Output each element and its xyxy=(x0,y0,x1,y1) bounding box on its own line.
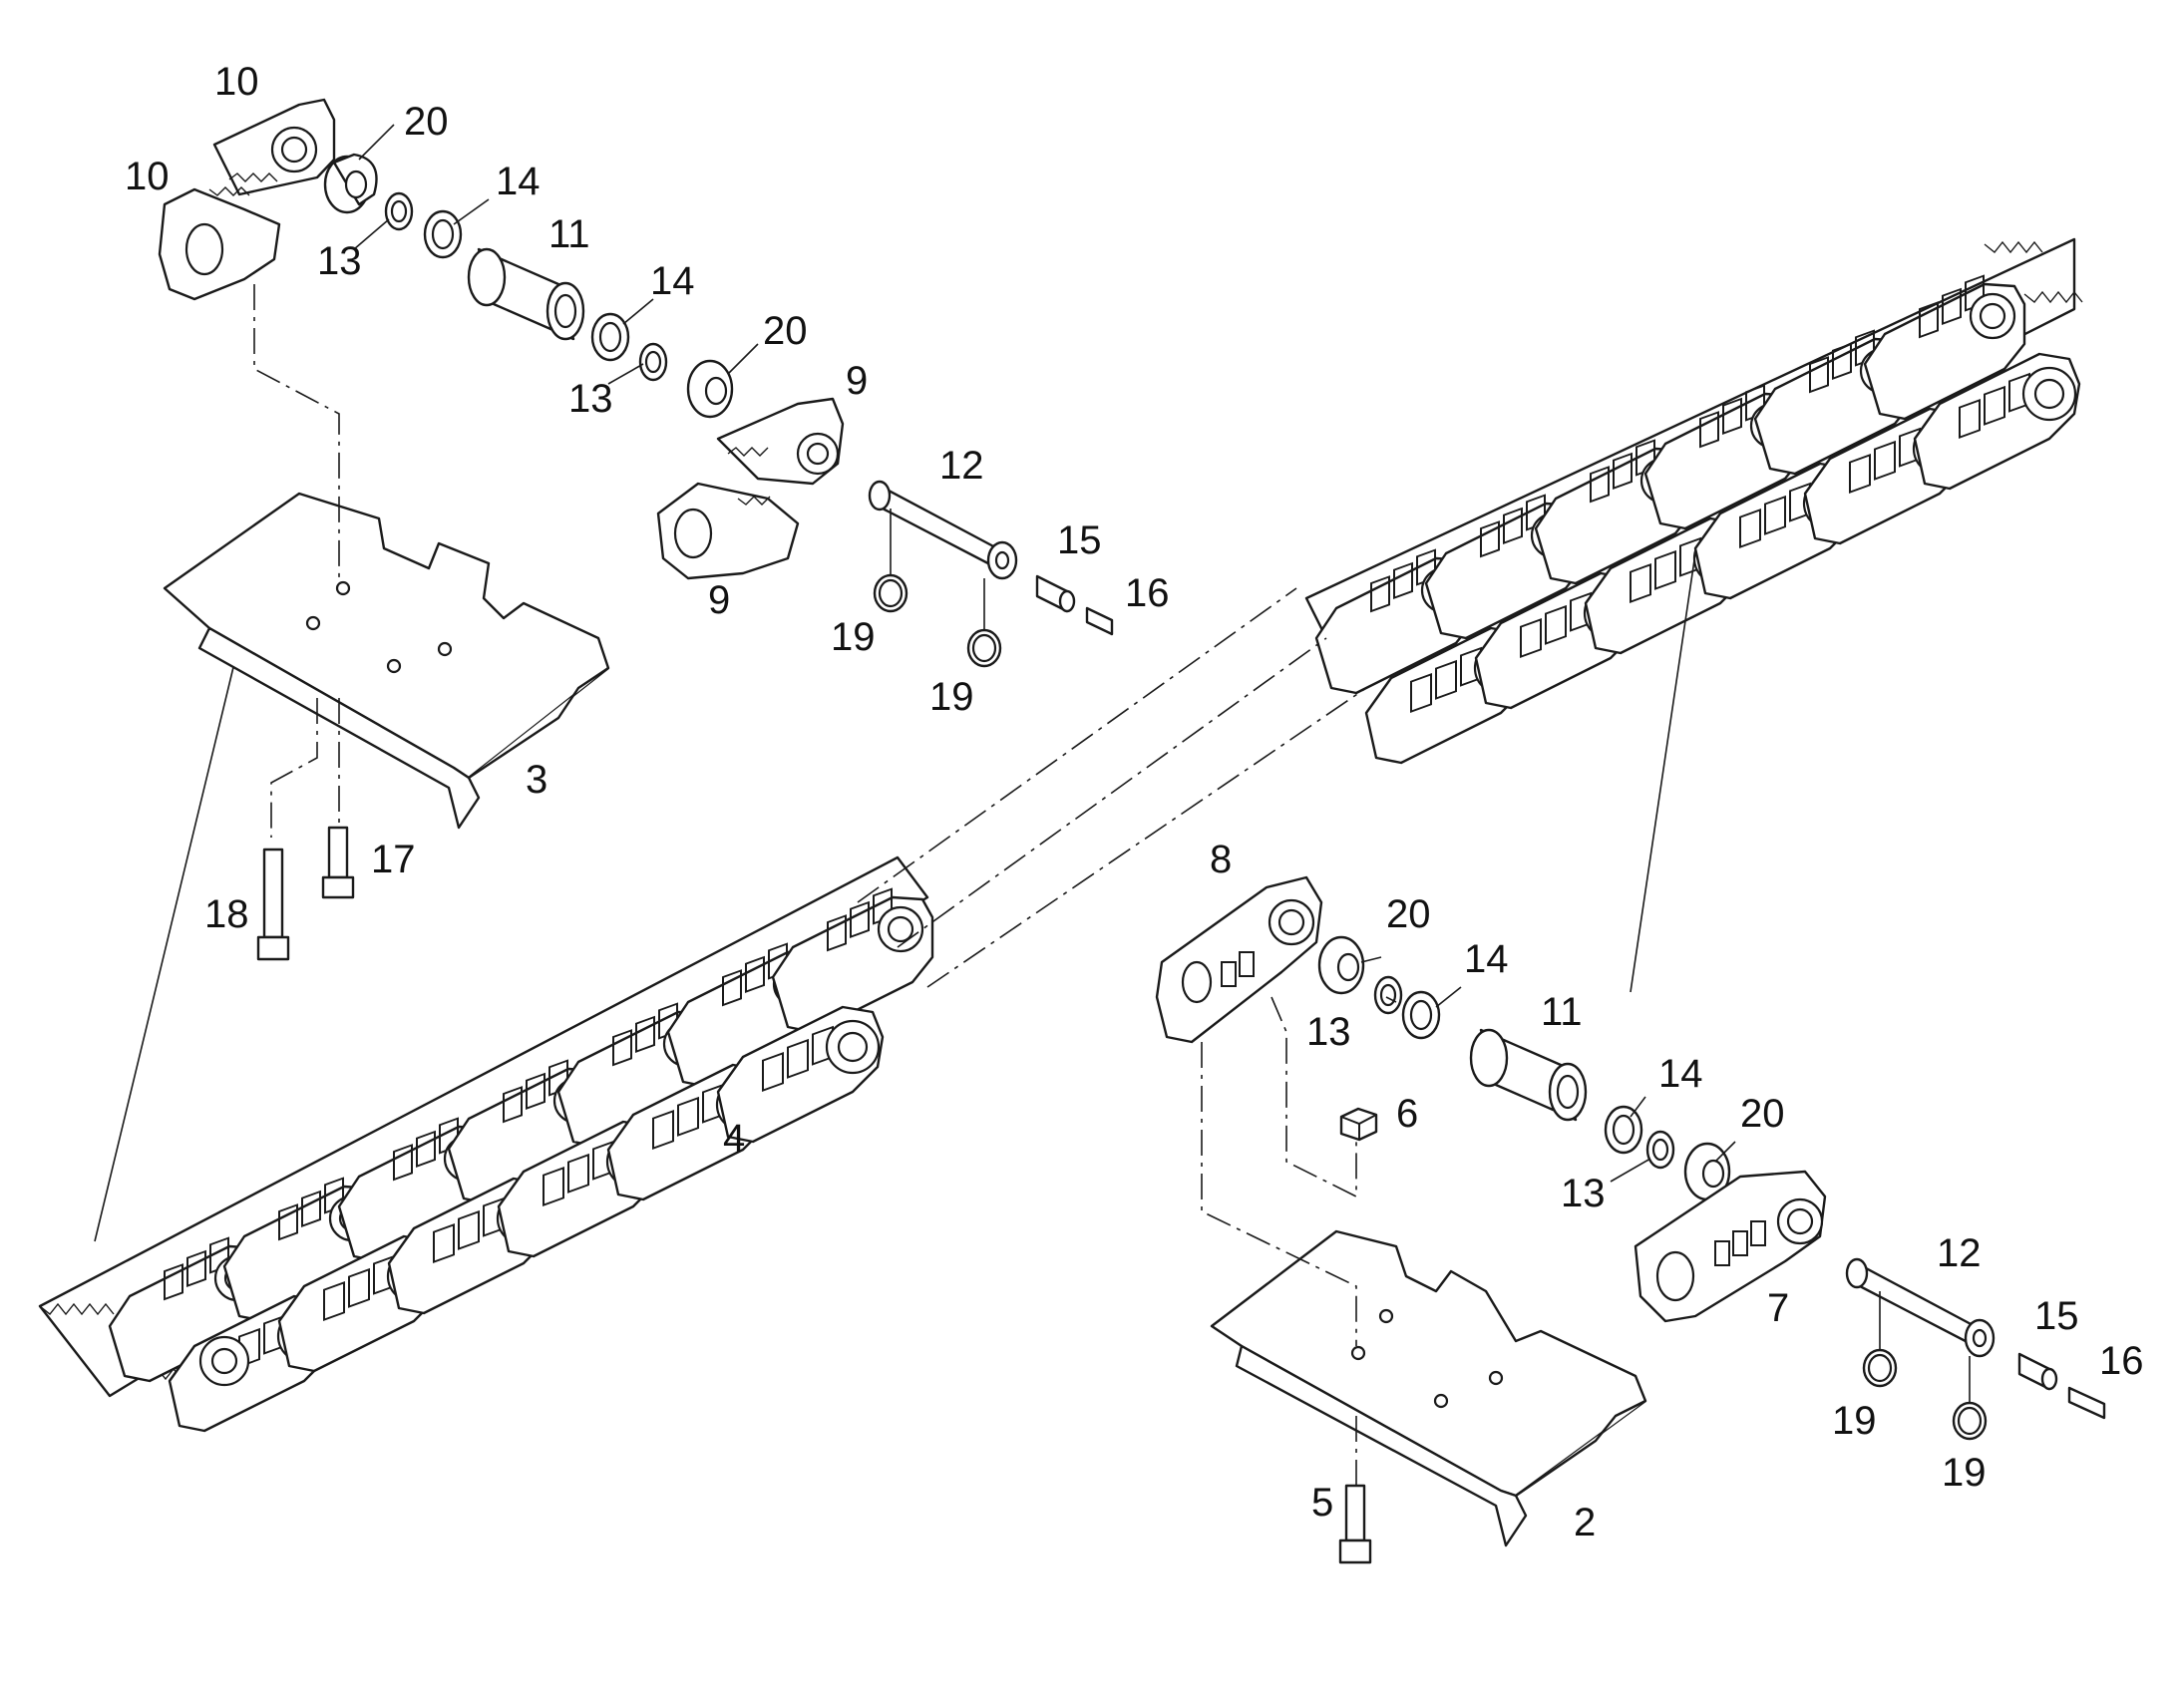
track-shoe-2 xyxy=(1210,1229,1647,1547)
callout-14-a: 14 xyxy=(496,160,541,203)
callout-14-d: 14 xyxy=(1658,1052,1703,1096)
callout-16-b: 16 xyxy=(2099,1339,2144,1383)
track-chain-segment-left xyxy=(38,855,934,1433)
snap-ring-19d xyxy=(1952,1401,1988,1441)
callout-10-upper: 10 xyxy=(214,60,259,104)
link-9-upper xyxy=(716,397,845,486)
callout-6: 6 xyxy=(1396,1092,1418,1136)
callout-13-a: 13 xyxy=(317,239,362,283)
track-shoe-3 xyxy=(163,492,610,830)
callout-20-b: 20 xyxy=(763,309,808,353)
callout-13-b: 13 xyxy=(568,377,613,421)
callout-17: 17 xyxy=(371,838,416,881)
callout-15-a: 15 xyxy=(1057,518,1102,562)
seal-ring-14a xyxy=(423,209,463,259)
bolt-5 xyxy=(1338,1484,1372,1564)
callout-3: 3 xyxy=(526,758,547,802)
callout-10-lower: 10 xyxy=(125,155,170,198)
callout-11-b: 11 xyxy=(1541,990,1583,1034)
callout-9-lower: 9 xyxy=(708,578,730,622)
callout-19-c: 19 xyxy=(1832,1399,1877,1443)
bushing-11b xyxy=(1469,1028,1588,1122)
pin-12b xyxy=(1845,1257,1996,1358)
pin-12a xyxy=(868,480,1018,580)
spacer-15a xyxy=(1035,574,1076,613)
callout-13-d: 13 xyxy=(1561,1172,1606,1215)
bolt-17 xyxy=(321,826,355,899)
pin-16b xyxy=(2067,1386,2106,1420)
seal-ring-13b xyxy=(638,342,668,382)
spacer-15b xyxy=(2017,1352,2058,1391)
link-8 xyxy=(1155,875,1323,1044)
bushing-spacer-20c xyxy=(1317,935,1365,995)
bushing-spacer-20a xyxy=(323,153,378,214)
callout-5: 5 xyxy=(1311,1481,1333,1525)
callout-20-c: 20 xyxy=(1386,892,1431,936)
track-chain-segment-right xyxy=(1304,237,2083,765)
seal-ring-14d xyxy=(1604,1105,1643,1155)
bushing-spacer-20b xyxy=(686,359,734,419)
link-7 xyxy=(1634,1170,1827,1323)
callout-11-a: 11 xyxy=(548,212,590,256)
callout-16-a: 16 xyxy=(1125,571,1170,615)
link-10-upper xyxy=(212,98,336,196)
snap-ring-19b xyxy=(966,628,1002,668)
callout-labels: 10 20 10 14 11 13 14 20 13 9 12 15 16 9 … xyxy=(125,60,2144,1544)
callout-15-b: 15 xyxy=(2034,1294,2079,1338)
snap-ring-19c xyxy=(1862,1348,1898,1388)
nut-6 xyxy=(1339,1107,1378,1142)
callout-14-b: 14 xyxy=(650,259,695,303)
callout-7: 7 xyxy=(1767,1286,1789,1330)
callout-19-a: 19 xyxy=(831,615,876,659)
callout-12-b: 12 xyxy=(1937,1231,1982,1275)
callout-18: 18 xyxy=(204,892,249,936)
callout-12-a: 12 xyxy=(939,444,984,488)
callout-8: 8 xyxy=(1210,838,1232,881)
seal-ring-14c xyxy=(1401,990,1441,1040)
seal-ring-13c xyxy=(1373,975,1403,1015)
snap-ring-19a xyxy=(873,573,908,613)
callout-14-c: 14 xyxy=(1464,937,1509,981)
link-9-lower xyxy=(656,482,800,580)
callout-13-c: 13 xyxy=(1306,1010,1351,1054)
seal-ring-13a xyxy=(384,191,414,231)
callout-2: 2 xyxy=(1574,1501,1596,1544)
seal-ring-14b xyxy=(590,312,630,362)
link-10-lower xyxy=(158,186,281,301)
callout-9-upper: 9 xyxy=(846,359,868,403)
callout-20-d: 20 xyxy=(1740,1092,1785,1136)
bolt-18 xyxy=(256,848,290,961)
pin-16a xyxy=(1085,606,1114,636)
bushing-11a xyxy=(467,247,585,341)
seal-ring-13d xyxy=(1645,1130,1675,1170)
callout-19-b: 19 xyxy=(929,675,974,719)
callout-19-d: 19 xyxy=(1942,1451,1987,1495)
callout-4: 4 xyxy=(723,1117,745,1161)
callout-20-a: 20 xyxy=(404,100,449,144)
